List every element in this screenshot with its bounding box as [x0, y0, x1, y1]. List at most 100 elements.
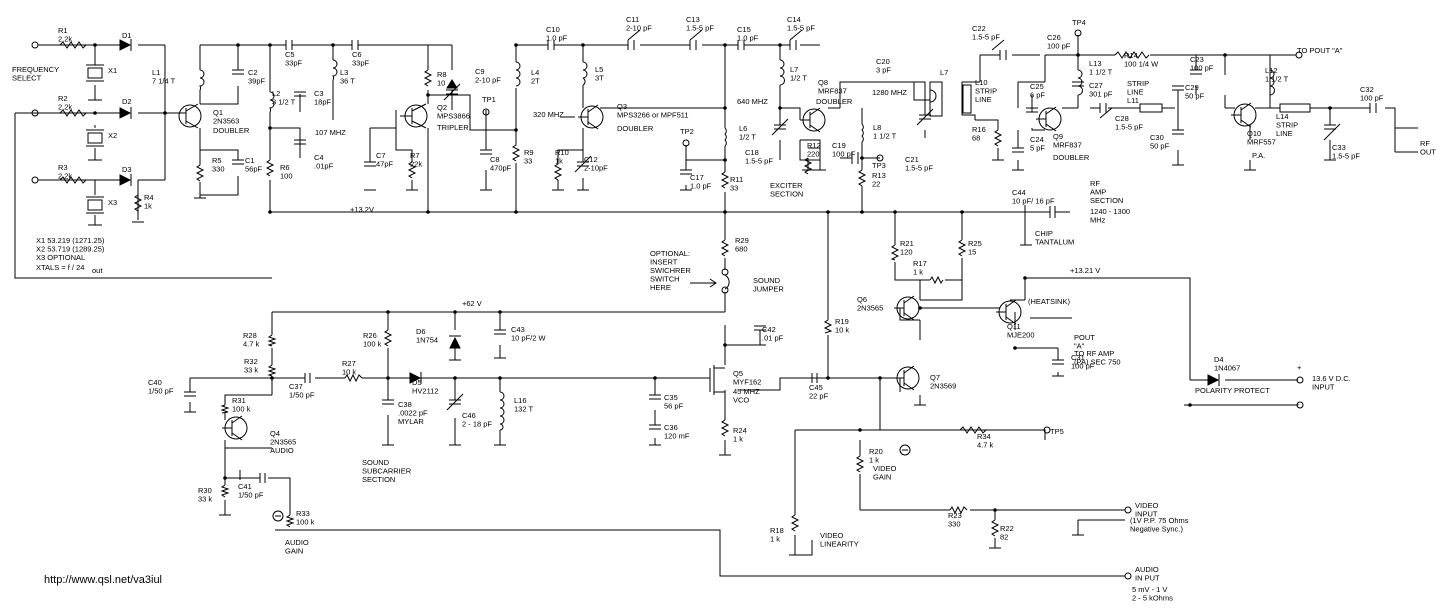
- label-line: 10 pF/2 W: [511, 334, 547, 343]
- label-line: C8: [490, 155, 500, 164]
- label-line: R28: [243, 331, 257, 340]
- label-line: 50 pF: [1150, 142, 1170, 151]
- label-line: R11: [730, 175, 743, 184]
- label-line: R3: [58, 163, 68, 172]
- label-line: SECTION: [770, 190, 803, 199]
- label-line: C7: [376, 151, 386, 160]
- label-line: 100: [280, 172, 293, 181]
- label-line: L4: [531, 68, 539, 77]
- label-line: 1 1/2 T: [1089, 68, 1113, 77]
- label-line: C5: [285, 50, 295, 59]
- label-line: 1.0 pF: [690, 182, 712, 191]
- label-line: 1 k: [733, 435, 743, 444]
- label-line: Q11: [1007, 322, 1021, 331]
- label-line: 68: [972, 134, 980, 143]
- label-line: P.A.: [1252, 151, 1265, 160]
- label-line: +13.2V: [350, 205, 374, 214]
- label-line: 10 k: [342, 368, 356, 377]
- label-line: RF: [1420, 139, 1430, 148]
- label-line: 132 T: [514, 405, 533, 414]
- label-line: +62 V: [462, 299, 482, 308]
- label-line: 13.6 V D.C.: [1312, 374, 1351, 383]
- label-line: MYF162: [733, 378, 761, 387]
- label-line: R9: [524, 148, 534, 157]
- label-line: D6: [416, 327, 426, 336]
- label-line: C30: [1150, 133, 1164, 142]
- label-line: Q3: [617, 102, 627, 111]
- label-line: R18: [770, 526, 784, 535]
- trimmer-capacitors: [443, 29, 1341, 411]
- label-line: 1.5-5 pF: [745, 157, 773, 166]
- label-line: 1/50 pF: [238, 491, 264, 500]
- label-line: 4.7 k: [243, 340, 260, 349]
- label-line: SECTION: [1090, 196, 1123, 205]
- junctions: [93, 43, 1332, 512]
- label-line: L2: [272, 89, 280, 98]
- label-line: 2 - 18 pF: [462, 420, 492, 429]
- label-line: C43: [511, 325, 525, 334]
- label-line: MRF557: [1247, 138, 1276, 147]
- label-line: 5 mV - 1 V: [1132, 585, 1167, 594]
- label-line: R4: [144, 193, 154, 202]
- label-line: OUT: [1420, 148, 1436, 157]
- label-line: C12: [584, 155, 598, 164]
- label-c4: C4.01pF: [314, 153, 334, 171]
- label-line: R27: [342, 359, 356, 368]
- label-line: LINE: [1127, 88, 1144, 97]
- label-plus: +: [1297, 363, 1302, 372]
- label-line: IN PUT: [1135, 574, 1160, 583]
- label-minus: -: [1297, 400, 1300, 409]
- label-l7b: L7: [940, 68, 948, 77]
- label-line: RF: [1090, 179, 1100, 188]
- label-x1: X1: [108, 66, 117, 75]
- label-line: C9: [475, 67, 485, 76]
- label-tp3: TP3: [872, 161, 886, 170]
- label-line: TANTALUM: [1035, 238, 1074, 247]
- label-line: 2-10 pF: [475, 76, 501, 85]
- label-line: Q8: [818, 78, 828, 87]
- label-line: 1.5-5 pF: [787, 24, 815, 33]
- label-line: 56 pF: [664, 402, 684, 411]
- label-line: +13.21 V: [1070, 266, 1100, 275]
- label-line: R8: [437, 70, 447, 79]
- label-d3: D3: [122, 165, 132, 174]
- label-line: L7: [940, 68, 948, 77]
- label-line: 1.5-5 pF: [905, 164, 933, 173]
- label-line: C37: [289, 382, 303, 391]
- label-line: AUDIO: [285, 538, 309, 547]
- label-vdc-input: 13.6 V D.C.INPUT: [1312, 374, 1351, 392]
- label-line: MJE200: [1007, 331, 1035, 340]
- label-line: 3 1/2 T: [272, 98, 296, 107]
- label-line: Q4: [270, 429, 280, 438]
- label-line: 100 pF: [832, 150, 856, 159]
- label-line: VCO: [733, 396, 749, 405]
- label-line: C22: [972, 24, 986, 33]
- label-line: AUDIO: [1135, 565, 1159, 574]
- label-tp2: TP2: [680, 127, 694, 136]
- label-line: 10 k: [835, 326, 849, 335]
